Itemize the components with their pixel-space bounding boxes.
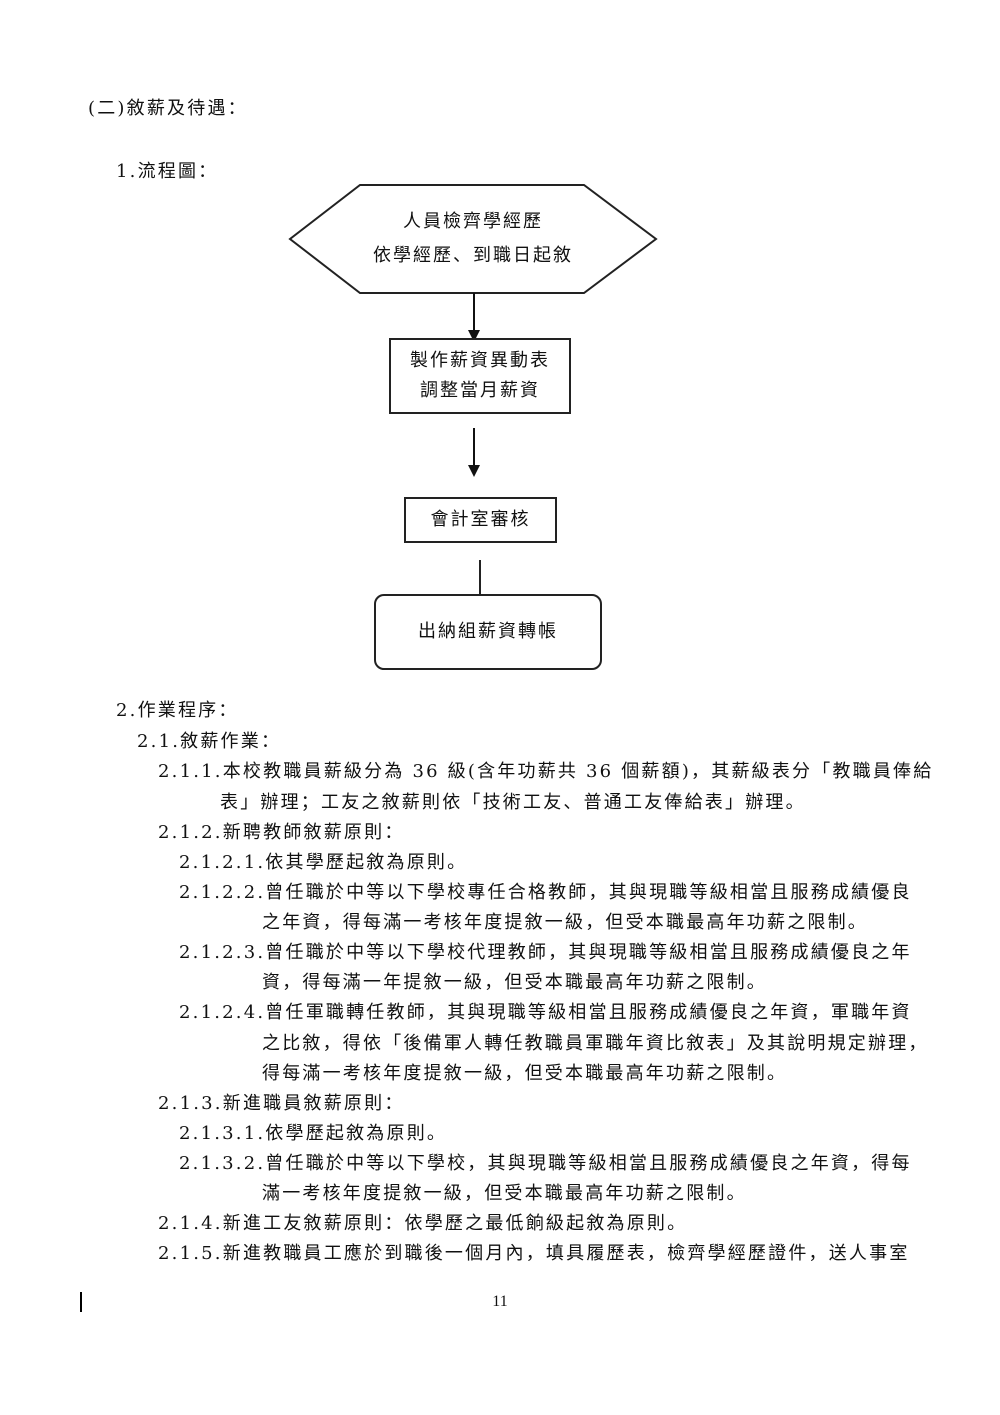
procedure-line: 滿一考核年度提敘一級，但受本職最高年功薪之限制。 [262,1183,747,1204]
flow-step-verify: 人員檢齊學經歷 依學經歷、到職日起敘 [290,185,656,293]
procedure-line: 2.1.3.1.依學歷起敘為原則。 [179,1123,448,1144]
flow-step-salary-form-line2: 調整當月薪資 [420,380,540,401]
procedure-line: 資，得每滿一年提敘一級，但受本職最高年功薪之限制。 [262,972,767,993]
flow-step-salary-form: 製作薪資異動表 調整當月薪資 [389,338,571,414]
hexagon-shape [288,184,658,294]
procedure-heading: 2.作業程序： [116,700,239,721]
section-title: (二)敘薪及待遇： [88,98,248,119]
procedure-line: 2.1.4.新進工友敘薪原則：依學歷之最低餉級起敘為原則。 [158,1213,688,1234]
flow-step-salary-form-line1: 製作薪資異動表 [410,350,550,371]
procedure-line: 之比敘，得依「後備軍人轉任教職員軍職年資比敘表」及其說明規定辦理， [262,1033,929,1054]
procedure-line: 2.1.5.新進教職員工應於到職後一個月內，填具履歷表，檢齊學經歷證件，送人事室 [158,1243,910,1264]
page-number: 11 [492,1293,508,1310]
procedure-line: 之年資，得每滿一考核年度提敘一級，但受本職最高年功薪之限制。 [262,912,868,933]
procedure-line: 2.1.2.3.曾任職於中等以下學校代理教師，其與現職等級相當且服務成績優良之年 [179,942,912,963]
flowchart [288,184,658,594]
procedure-line: 2.1.2.2.曾任職於中等以下學校專任合格教師，其與現職等級相當且服務成績優良 [179,882,912,903]
procedure-line: 2.1.2.新聘教師敘薪原則： [158,822,405,843]
procedure-line: 2.1.1.本校教職員薪級分為 36 級(含年功薪共 36 個薪額)，其薪級表分… [158,761,934,782]
flow-step-cashier-transfer: 出納組薪資轉帳 [374,594,602,670]
flow-step-accounting-review-label: 會計室審核 [430,509,531,530]
flow-step-cashier-transfer-label: 出納組薪資轉帳 [418,621,558,642]
procedure-line: 2.1.敘薪作業： [137,731,282,752]
procedure-line: 2.1.2.4.曾任軍職轉任教師，其與現職等級相當且服務成績優良之年資，軍職年資 [179,1002,912,1023]
change-bar [80,1292,82,1312]
procedure-line: 表」辦理；工友之敘薪則依「技術工友、普通工友俸給表」辦理。 [220,792,806,813]
procedure-line: 2.1.3.新進職員敘薪原則： [158,1093,405,1114]
procedure-line: 得每滿一考核年度提敘一級，但受本職最高年功薪之限制。 [262,1063,788,1084]
flow-step-verify-line1: 人員檢齊學經歷 [403,211,543,232]
flowchart-heading: 1.流程圖： [116,161,219,182]
procedure-line: 2.1.2.1.依其學歷起敘為原則。 [179,852,468,873]
flow-step-verify-line2: 依學經歷、到職日起敘 [373,245,573,266]
flow-step-accounting-review: 會計室審核 [404,497,557,543]
procedure-line: 2.1.3.2.曾任職於中等以下學校，其與現職等級相當且服務成績優良之年資，得每 [179,1153,912,1174]
